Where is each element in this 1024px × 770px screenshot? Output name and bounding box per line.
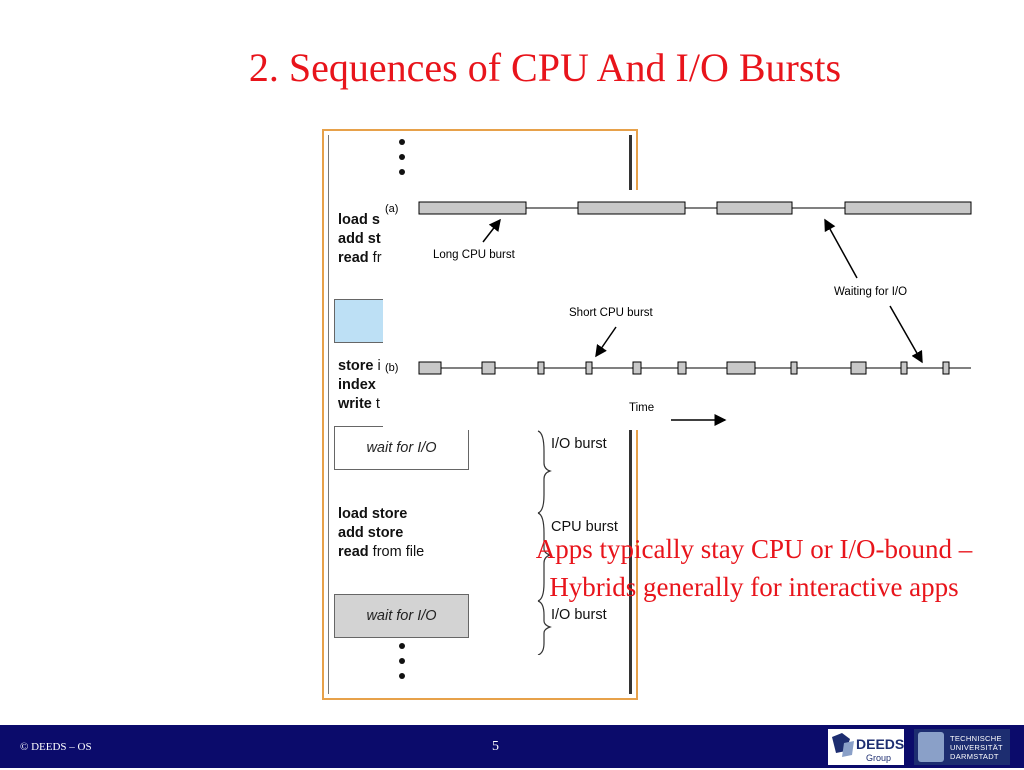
long-cpu-burst-bar — [844, 201, 972, 215]
copyright-text: © DEEDS – OS — [20, 741, 92, 753]
slide-caption: Apps typically stay CPU or I/O-bound – H… — [474, 530, 1024, 606]
code-line: index — [338, 377, 376, 393]
short-cpu-burst-bar — [677, 361, 687, 375]
wait-box-3: wait for I/O — [334, 594, 469, 638]
deeds-logo-icon: DEEDS Group — [832, 733, 904, 763]
short-cpu-burst-bar — [850, 361, 867, 375]
footer-bar: © DEEDS – OS 5 DEEDS Group TECHNISCHE UN… — [0, 725, 1024, 768]
code-line: read — [338, 544, 369, 560]
code-line: add store — [338, 525, 404, 541]
long-cpu-burst-label: Long CPU burst — [433, 249, 515, 261]
waiting-for-io-label: Waiting for I/O — [834, 286, 908, 298]
code-line-rest: fr — [368, 250, 382, 266]
code-line: store — [338, 358, 374, 374]
label-a: (a) — [385, 203, 399, 215]
short-cpu-burst-bar — [537, 361, 545, 375]
code-line: load s — [338, 212, 380, 228]
io-burst-label-1: I/O burst — [551, 436, 607, 452]
code-line: load store — [338, 506, 408, 522]
code-block-3: load store add store read from file — [338, 505, 424, 562]
short-cpu-burst-bar — [418, 361, 442, 375]
page-number: 5 — [492, 739, 499, 754]
deeds-logo-sub: Group — [866, 753, 891, 763]
waiting-io-arrow-up — [824, 218, 858, 279]
short-cpu-burst-label: Short CPU burst — [569, 307, 653, 319]
ellipsis-top — [399, 139, 405, 184]
long-cpu-burst-bar — [418, 201, 527, 215]
code-block-2: store i index write t — [338, 357, 381, 414]
short-cpu-burst-bar — [900, 361, 908, 375]
caption-line-1: Apps typically stay CPU or I/O-bound – — [535, 534, 973, 564]
code-line: write — [338, 396, 372, 412]
short-cpu-burst-bar — [942, 361, 950, 375]
code-line-rest: t — [371, 396, 380, 412]
code-line: add st — [338, 231, 381, 247]
short-cpu-burst-arrow — [595, 326, 617, 358]
tu-darmstadt-logo: TECHNISCHE UNIVERSITÄT DARMSTADT — [914, 729, 1010, 765]
short-cpu-burst-bar — [632, 361, 642, 375]
code-line-rest: from file — [368, 544, 425, 560]
tu-line-1: TECHNISCHE — [950, 733, 1002, 743]
short-cpu-burst-bar — [726, 361, 756, 375]
code-line: read — [338, 250, 369, 266]
cpu-burst-label: CPU burst — [551, 519, 618, 535]
deeds-logo: DEEDS Group — [828, 729, 904, 765]
timeline-figure: (a) (b) Long CPU burst Short CPU burst W… — [383, 190, 983, 430]
code-line-rest: i — [373, 358, 381, 374]
long-cpu-burst-arrow — [482, 218, 501, 243]
short-cpu-burst-bar — [790, 361, 798, 375]
long-cpu-burst-bar — [577, 201, 686, 215]
tu-line-3: DARMSTADT — [950, 751, 999, 761]
wait-box-2: wait for I/O — [334, 426, 469, 470]
ellipsis-bottom — [399, 643, 405, 688]
timeline-svg — [418, 201, 972, 426]
code-block-1: load s add st read fr — [338, 211, 382, 268]
caption-line-2: Hybrids generally for interactive apps — [549, 572, 959, 602]
tu-line-2: UNIVERSITÄT — [950, 742, 1003, 752]
burst-braces — [537, 430, 552, 655]
short-cpu-burst-bar — [481, 361, 496, 375]
short-cpu-burst-bar — [585, 361, 593, 375]
tu-seal-icon — [918, 732, 944, 762]
time-label: Time — [629, 402, 655, 414]
deeds-logo-text: DEEDS — [856, 736, 904, 752]
waiting-io-arrow-down — [889, 305, 923, 364]
slide-title: 2. Sequences of CPU And I/O Bursts — [248, 45, 842, 90]
io-burst-label-2: I/O burst — [551, 607, 607, 623]
long-cpu-burst-bar — [716, 201, 793, 215]
label-b: (b) — [385, 362, 399, 374]
tu-logo-text: TECHNISCHE UNIVERSITÄT DARMSTADT — [950, 734, 1003, 761]
